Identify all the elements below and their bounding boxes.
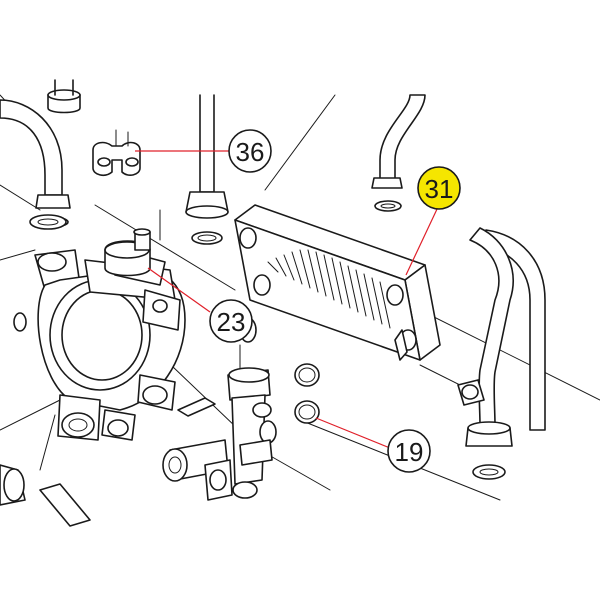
- callout-36: 36: [228, 129, 272, 173]
- leader-31: [405, 206, 439, 276]
- callout-label-31: 31: [425, 174, 454, 204]
- leader-23: [147, 267, 211, 313]
- pipe-upper-right: [371, 94, 426, 212]
- pressure-sensor-part-23: [104, 228, 151, 277]
- clip-part-36: [92, 129, 141, 177]
- pipe-right: [457, 227, 546, 480]
- callout-label-19: 19: [395, 437, 424, 467]
- callout-19: 19: [387, 429, 431, 473]
- pipe-nut-top: [47, 79, 81, 114]
- callout-23: 23: [209, 299, 253, 343]
- bottom-left-rod: [39, 483, 91, 527]
- valve-assembly: [162, 367, 277, 501]
- leader-lines: [135, 150, 439, 449]
- pipe-top-left: [0, 99, 71, 228]
- pipe-vertical-center: [185, 94, 229, 245]
- leader-19: [315, 417, 391, 449]
- heat-exchanger-fins: [267, 249, 391, 329]
- plate-heat-exchanger-part-31: [234, 204, 441, 361]
- small-bracket: [177, 397, 216, 417]
- callout-label-36: 36: [236, 137, 265, 167]
- callout-31: 31: [417, 166, 461, 210]
- o-rings-part-19: [294, 363, 320, 424]
- callout-label-23: 23: [217, 307, 246, 337]
- left-edge-fitting: [0, 464, 26, 506]
